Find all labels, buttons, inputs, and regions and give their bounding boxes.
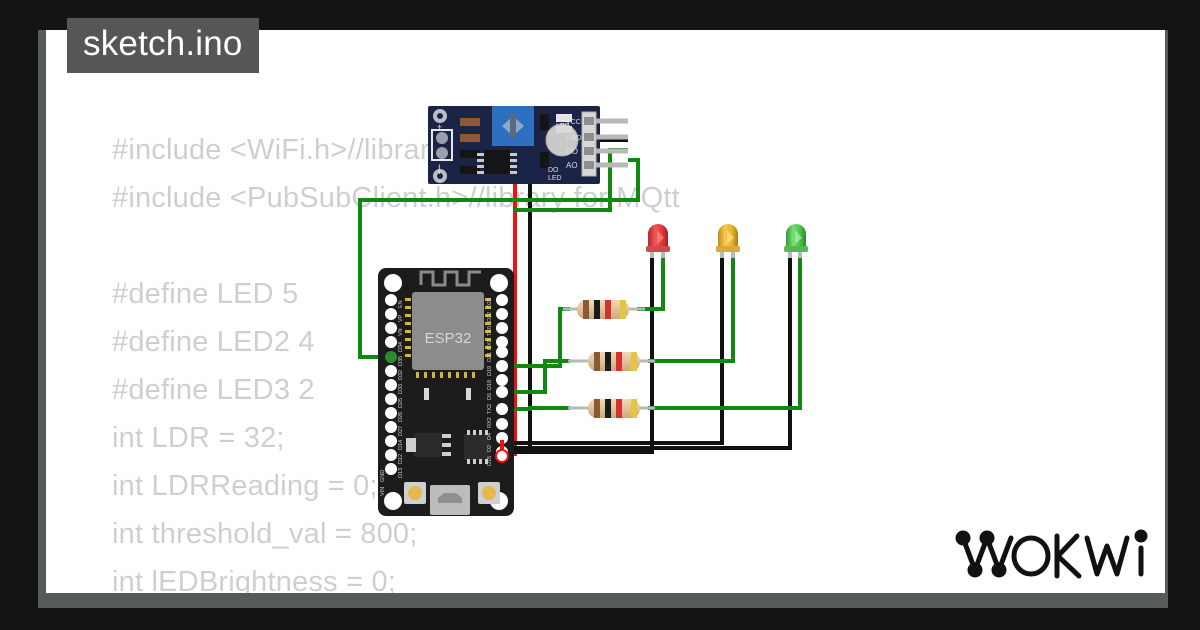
code-line: int lEDBrightness = 0; xyxy=(112,566,397,593)
code-line: #define LED2 4 xyxy=(112,326,315,358)
code-underlay: #include <WiFi.h>//library #include <PubS… xyxy=(112,126,812,593)
wokwi-logo xyxy=(955,518,1155,588)
code-line: #define LED3 2 xyxy=(112,374,315,406)
code-line: int LDR = 32; xyxy=(112,422,285,454)
code-line xyxy=(112,222,812,270)
file-tab-sketch-ino[interactable]: sketch.ino xyxy=(67,18,259,73)
code-line: int threshold_val = 800; xyxy=(112,518,418,550)
code-line: int LDRReading = 0; xyxy=(112,470,378,502)
diagram-canvas[interactable]: #include <WiFi.h>//library #include <PubS… xyxy=(46,30,1165,593)
code-line: #include <PubSubClient.h>//library for M… xyxy=(112,182,680,214)
code-line: #include <WiFi.h>//library xyxy=(112,134,445,166)
code-line: #define LED 5 xyxy=(112,278,299,310)
wokwi-logo-mark xyxy=(955,529,1148,579)
